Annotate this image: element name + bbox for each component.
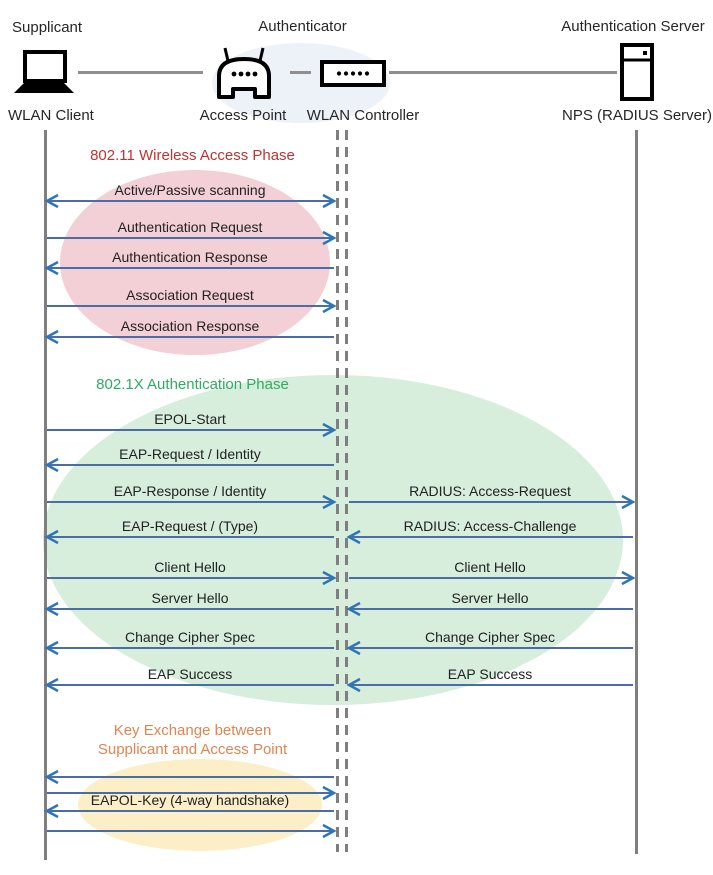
message-label: RADIUS: Access-Challenge	[403, 518, 577, 534]
message-label: EAPOL-Key (4-way handshake)	[90, 792, 290, 808]
role-authentication-server: Authentication Server	[561, 18, 705, 35]
message-arrow	[346, 640, 633, 656]
arrowhead-icon	[44, 769, 59, 785]
message-arrow	[44, 529, 334, 545]
connector-line	[78, 71, 203, 74]
message-label: EAP Success	[147, 666, 233, 682]
role-authenticator: Authenticator	[258, 18, 347, 35]
arrowhead-icon	[322, 193, 337, 209]
arrowhead-icon	[322, 230, 337, 246]
connector-line	[290, 71, 311, 74]
role-supplicant: Supplicant	[12, 19, 83, 36]
device-access-point: Access Point	[199, 107, 287, 124]
message-arrow	[44, 601, 334, 617]
message-label: Change Cipher Spec	[125, 629, 255, 645]
message-label: EAP-Request / (Type)	[121, 518, 259, 534]
message-arrow	[44, 329, 334, 345]
arrowhead-icon	[621, 570, 636, 586]
message-arrow	[47, 298, 337, 314]
message-label: Server Hello	[151, 590, 229, 606]
lifeline-auth-server	[635, 130, 638, 854]
message-label: Change Cipher Spec	[425, 629, 555, 645]
arrowhead-icon	[44, 803, 59, 819]
message-label: Authentication Request	[117, 219, 263, 235]
arrowhead-icon	[44, 260, 59, 276]
message-label: Active/Passive scanning	[114, 182, 266, 198]
laptop-icon	[14, 50, 74, 93]
arrowhead-icon	[322, 785, 337, 801]
arrowhead-icon	[44, 457, 59, 473]
arrowhead-icon	[44, 677, 59, 693]
message-label: Server Hello	[451, 590, 529, 606]
device-wlan-client: WLAN Client	[8, 107, 94, 124]
lifeline-supplicant	[44, 130, 47, 860]
message-label: Client Hello	[154, 559, 226, 575]
arrowhead-icon	[346, 677, 361, 693]
arrowhead-icon	[322, 823, 337, 839]
message-arrow	[44, 677, 334, 693]
arrowhead-icon	[44, 329, 59, 345]
arrowhead-icon	[44, 640, 59, 656]
wlan-controller-icon	[320, 60, 386, 87]
phase3-ellipse	[78, 759, 322, 851]
message-label: Client Hello	[454, 559, 526, 575]
arrowhead-icon	[44, 601, 59, 617]
message-label: Association Request	[126, 287, 254, 303]
message-arrow	[47, 823, 337, 839]
lifeline-authenticator-right	[345, 130, 348, 852]
message-label: Association Response	[120, 318, 260, 334]
arrowhead-icon	[322, 422, 337, 438]
connector-line	[389, 71, 617, 74]
arrowhead-icon	[346, 601, 361, 617]
message-arrow	[44, 457, 334, 473]
message-arrow	[346, 529, 633, 545]
device-wlan-controller: WLAN Controller	[306, 107, 420, 124]
message-arrow	[47, 570, 337, 586]
message-arrow	[349, 570, 636, 586]
arrowhead-icon	[44, 193, 59, 209]
phase1-title: 802.11 Wireless Access Phase	[90, 147, 295, 164]
message-arrow	[346, 677, 633, 693]
message-label: RADIUS: Access-Request	[409, 483, 571, 499]
arrowhead-icon	[322, 298, 337, 314]
server-icon	[620, 43, 654, 101]
arrowhead-icon	[346, 640, 361, 656]
arrowhead-icon	[322, 494, 337, 510]
message-arrow	[44, 769, 334, 785]
message-label: Authentication Response	[112, 249, 268, 265]
message-arrow	[44, 803, 334, 819]
arrowhead-icon	[621, 494, 636, 510]
arrowhead-icon	[44, 529, 59, 545]
message-arrow	[346, 601, 633, 617]
phase2-title: 802.1X Authentication Phase	[96, 376, 289, 393]
phase3-title: Key Exchange between Supplicant and Acce…	[97, 722, 288, 758]
message-arrow	[47, 494, 337, 510]
device-nps-radius-server: NPS (RADIUS Server)	[561, 107, 713, 124]
lifeline-authenticator-left	[336, 130, 339, 852]
message-label: EPOL-Start	[154, 411, 226, 427]
message-arrow	[349, 494, 636, 510]
message-arrow	[47, 422, 337, 438]
arrowhead-icon	[322, 570, 337, 586]
message-label: EAP-Response / Identity	[113, 483, 267, 499]
message-arrow	[47, 230, 337, 246]
message-arrow	[44, 640, 334, 656]
message-arrow	[44, 260, 334, 276]
access-point-icon	[217, 47, 271, 99]
message-label: EAP-Request / Identity	[119, 446, 261, 462]
arrowhead-icon	[346, 529, 361, 545]
message-arrow	[47, 785, 337, 801]
message-arrow	[44, 193, 337, 209]
message-label: EAP Success	[447, 666, 533, 682]
